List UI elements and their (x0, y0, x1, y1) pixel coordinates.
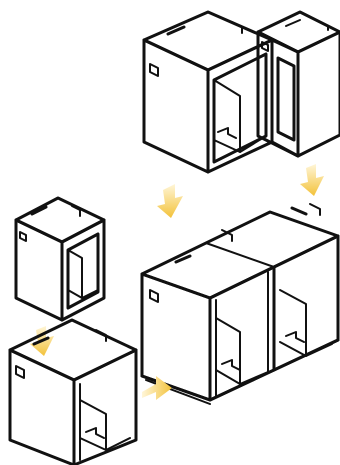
yellow-cube-top-left (142, 10, 300, 174)
arrow-right-icon (142, 376, 172, 400)
arrow-down-icon (157, 184, 183, 218)
white-cube-pair-right (140, 203, 340, 405)
yellow-cube-pair-top (142, 10, 340, 174)
white-cube-left (8, 318, 138, 465)
arrow-down-icon (300, 164, 324, 196)
yellow-box-left (14, 196, 106, 322)
